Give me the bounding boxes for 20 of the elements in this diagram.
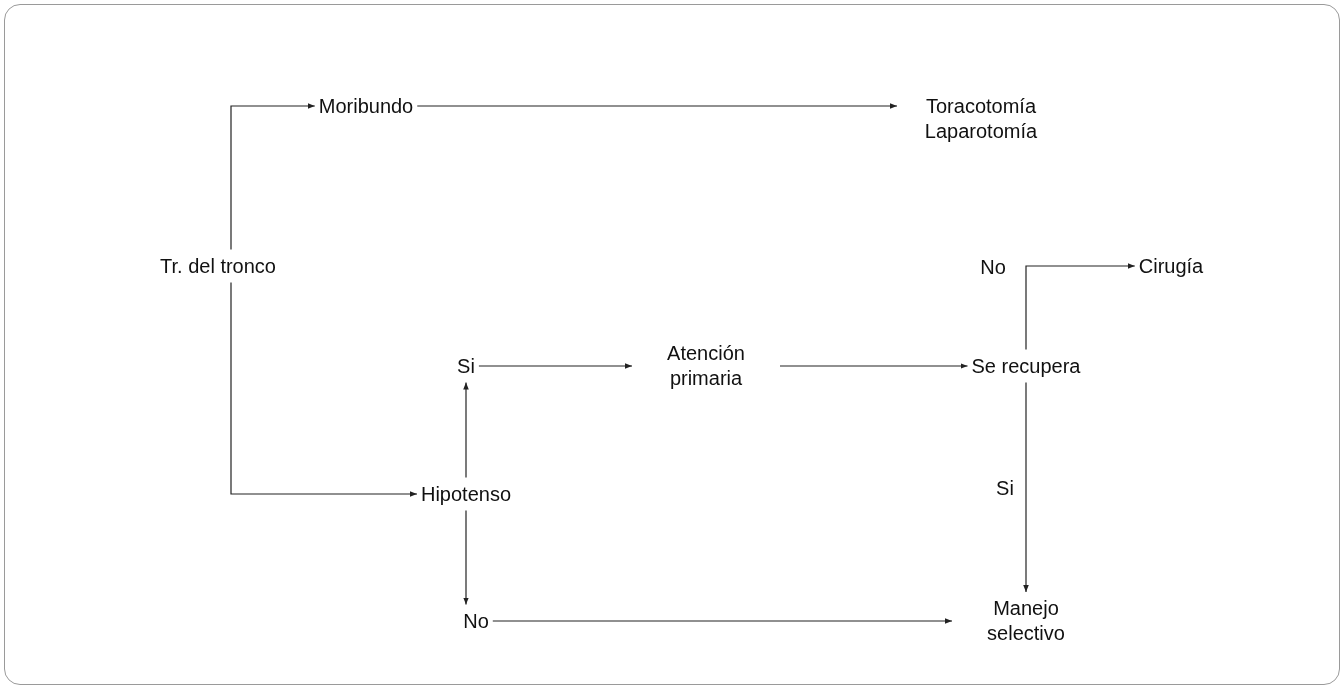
flow-step-text: Se recupera [971,353,1081,379]
arrow [1025,263,1136,351]
flow-step-text: Moribundo [318,93,414,119]
arrow [1023,381,1029,593]
flow-step-text: Atención primaria [636,341,776,391]
flow-step-text: Tr. del tronco [160,253,276,279]
arrow [478,363,633,369]
flow-step-text: Manejo selectivo [956,596,1096,646]
flow-step-text: Toracotomía Laparotomía [901,94,1061,144]
arrow [230,281,418,497]
arrow [463,509,469,606]
arrow [492,618,953,624]
arrow [779,363,969,369]
arrow [230,103,316,251]
flow-step-text: Si [457,353,475,379]
flow-step-text: No [463,608,489,634]
flow-step-text: Cirugía [1138,253,1204,279]
flow-step-text: Hipotenso [420,481,512,507]
arrow [416,103,898,109]
arrow [463,381,469,479]
